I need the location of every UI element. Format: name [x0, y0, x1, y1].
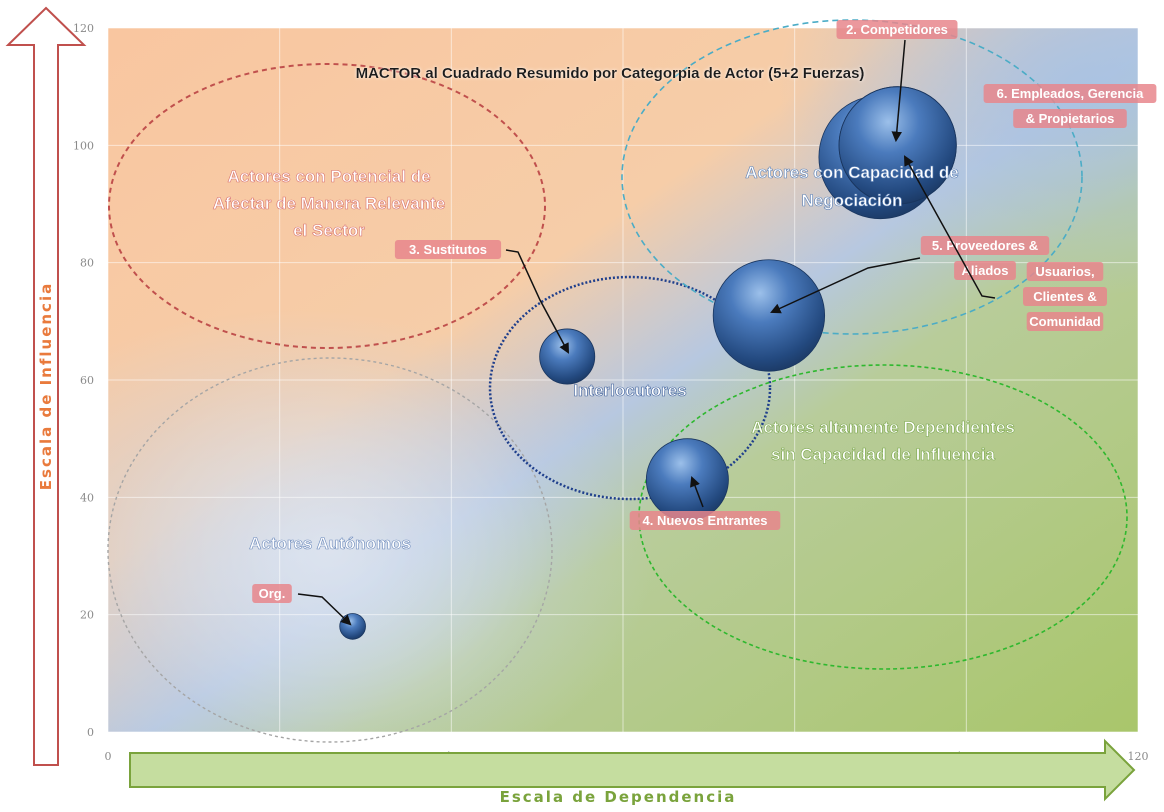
- y-tick-label: 20: [80, 609, 94, 622]
- actor-label-backing: [920, 236, 1050, 255]
- actor-label-group: Usuarios, Clientes & Comunidad: [1023, 262, 1107, 331]
- y-tick-label: 0: [87, 726, 94, 739]
- x-tick-label: 120: [1128, 750, 1149, 763]
- y-tick-label: 40: [80, 491, 94, 504]
- actor-labels: Org. 3. Sustitutos 4. Nuevos Entrantes 5. P…: [252, 20, 1157, 603]
- zone-interlocutores-ellipse: [488, 275, 772, 501]
- svg-text:el Sector: el Sector: [293, 221, 365, 240]
- actor-label-group: Org.: [252, 584, 292, 603]
- arrow-nuevos-entrantes: [690, 476, 704, 508]
- actor-label-backing: [252, 584, 292, 603]
- x-axis-arrow: [129, 738, 1136, 802]
- actor-label-backing: [1026, 262, 1104, 281]
- y-axis-title: Escala de Influencia: [37, 282, 55, 490]
- y-axis-ticks: 0 20 40 60 80 100 120: [73, 22, 94, 739]
- zone-label-autonomos: Actores Autónomos: [249, 534, 411, 554]
- actor-label-group: 3. Sustitutos: [394, 240, 502, 259]
- bubble-series: [339, 86, 957, 640]
- actor-label: 2. Competidores: [846, 22, 948, 37]
- y-tick-label: 60: [80, 374, 94, 387]
- actor-label: 6. Empleados, Gerencia: [997, 86, 1144, 101]
- actor-label-backing: [629, 511, 781, 530]
- actor-label: Clientes &: [1033, 289, 1097, 304]
- actor-label-group: 4. Nuevos Entrantes: [629, 511, 781, 530]
- svg-text:Afectar de Manera Relevante: Afectar de Manera Relevante: [213, 194, 445, 213]
- x-axis-title: Escala de Dependencia: [500, 788, 737, 806]
- arrow-proveedores: [770, 257, 921, 314]
- actor-label-group: 5. Proveedores & Aliados: [920, 236, 1050, 280]
- zone-autonomos-ellipse: [107, 357, 553, 743]
- svg-text:Actores altamente Dependientes: Actores altamente Dependientes: [751, 418, 1015, 437]
- svg-text:Interlocutores: Interlocutores: [573, 381, 686, 400]
- actor-label: & Propietarios: [1026, 111, 1115, 126]
- actor-label-backing: [836, 20, 958, 39]
- arrow-org: [297, 593, 352, 626]
- bubble-5-proveedores-aliados: [712, 259, 826, 372]
- actor-label-group: 2. Competidores: [836, 20, 958, 39]
- x-tick-label: 0: [105, 750, 112, 763]
- svg-text:Actores Autónomos: Actores Autónomos: [249, 534, 411, 553]
- actor-label: 4. Nuevos Entrantes: [643, 513, 768, 528]
- bubble-3-sustitutos: [539, 328, 596, 385]
- actor-label: 5. Proveedores &: [932, 238, 1038, 253]
- y-tick-label: 100: [73, 139, 94, 152]
- y-tick-label: 80: [80, 257, 94, 270]
- arrow-usuarios: [903, 155, 996, 299]
- zone-potencial-ellipse: [108, 63, 546, 349]
- svg-text:Actores con Potencial de: Actores con Potencial de: [227, 167, 430, 186]
- bubble-6-empleados-gerencia-propietarios: [838, 86, 957, 205]
- actor-label-backing: [1026, 312, 1104, 331]
- bubble-4-nuevos-entrantes: [645, 438, 729, 522]
- actor-label: Usuarios,: [1035, 264, 1094, 279]
- actor-label-group: 6. Empleados, Gerencia & Propietarios: [983, 84, 1157, 128]
- svg-text:Negociación: Negociación: [801, 191, 902, 210]
- actor-label-backing: [1023, 287, 1107, 306]
- actor-label-backing: [1013, 109, 1127, 128]
- actor-label-backing: [954, 261, 1016, 280]
- actor-label: Aliados: [962, 263, 1009, 278]
- actor-label: 3. Sustitutos: [409, 242, 487, 257]
- y-axis-arrow: [5, 6, 87, 766]
- arrow-sustitutos: [505, 249, 569, 354]
- zone-label-negociacion: Actores con Capacidad de Negociación: [745, 163, 959, 211]
- actor-label-backing: [983, 84, 1157, 103]
- svg-text:Actores con Capacidad de: Actores con Capacidad de: [745, 163, 959, 182]
- y-tick-label: 120: [73, 22, 94, 35]
- zone-label-potencial: Actores con Potencial de Afectar de Mane…: [212, 167, 445, 241]
- actor-label: Org.: [259, 586, 286, 601]
- actor-label: Comunidad: [1029, 314, 1101, 329]
- zone-label-dependientes: Actores altamente Dependientes sin Capac…: [751, 418, 1015, 465]
- zone-label-interlocutores: Interlocutores: [573, 381, 687, 401]
- zone-negociacion-ellipse: [621, 19, 1083, 335]
- svg-text:sin Capacidad de Influencia: sin Capacidad de Influencia: [771, 445, 995, 464]
- chart-title: MACTOR al Cuadrado Resumido por Categorp…: [356, 65, 865, 82]
- annotation-arrows: [297, 39, 996, 626]
- arrow-competidores: [891, 39, 906, 143]
- actor-label-backing: [394, 240, 502, 259]
